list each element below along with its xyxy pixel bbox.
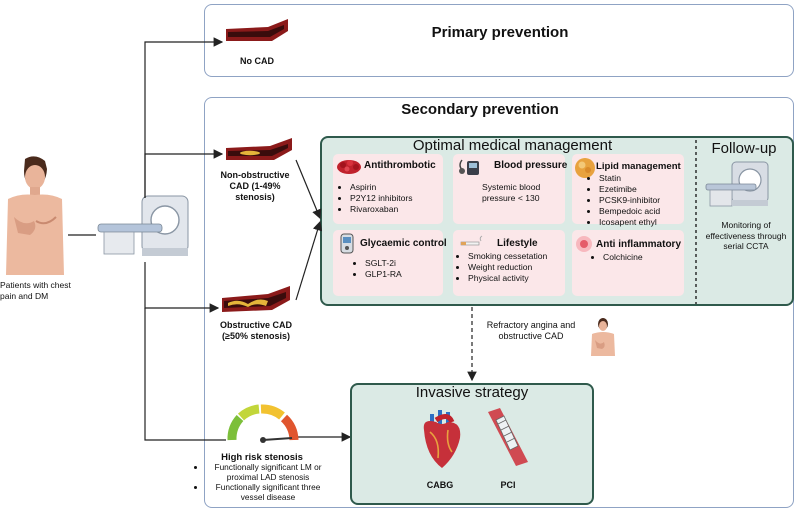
blood-clot-icon <box>337 160 361 174</box>
card-lifestyle: Lifestyle Smoking cessetation Weight red… <box>453 230 565 296</box>
card-title-blood-pressure: Blood pressure <box>494 160 568 171</box>
connector-line <box>295 159 322 220</box>
risk-gauge-icon <box>227 404 299 443</box>
list-item: Rivaroxaban <box>350 204 413 215</box>
connector-line <box>144 308 226 441</box>
connector-line <box>144 149 224 198</box>
ct-scanner-icon-small <box>705 161 769 207</box>
connector-line <box>144 37 224 198</box>
cabg-label: CABG <box>426 480 454 490</box>
list-item: Functionally significant three vessel di… <box>206 482 330 502</box>
list-item: Statin <box>599 173 660 184</box>
pci-label: PCI <box>500 480 516 490</box>
card-anti-inflammatory: Anti inflammatory Colchicine <box>572 230 684 296</box>
card-title-lifestyle: Lifestyle <box>497 238 538 249</box>
lipid-icon <box>575 158 595 178</box>
follow-up-title: Follow-up <box>711 140 777 157</box>
list-item: Physical activity <box>468 273 547 284</box>
omm-title: Optimal medical management <box>412 137 613 154</box>
connector-line <box>295 220 323 301</box>
follow-up-text: Monitoring of effectiveness through seri… <box>705 220 787 251</box>
card-antithrombotic: Antithrombotic Aspirin P2Y12 inhibitors … <box>333 154 443 224</box>
invasive-strategy-title: Invasive strategy <box>415 384 529 401</box>
artery-icon-obstructive <box>222 286 290 312</box>
card-list-antithrombotic: Aspirin P2Y12 inhibitors Rivaroxaban <box>338 182 413 215</box>
primary-prevention-box <box>204 4 794 77</box>
card-list-glycaemic: SGLT-2i GLP1-RA <box>353 258 402 280</box>
invasive-strategy-box <box>350 383 594 505</box>
artery-icon-nonobstructive <box>226 138 292 160</box>
no-cad-label: No CAD <box>240 56 274 66</box>
artery-icon-no-cad <box>226 19 288 41</box>
connector-line <box>144 262 220 313</box>
list-item: Bempedoic acid <box>599 206 660 217</box>
refractory-text: Refractory angina and obstructive CAD <box>486 320 576 341</box>
list-item: SGLT-2i <box>365 258 402 269</box>
inflammation-icon <box>576 236 592 252</box>
list-item: GLP1-RA <box>365 269 402 280</box>
list-item: P2Y12 inhibitors <box>350 193 413 204</box>
list-item: Smoking cessetation <box>468 251 547 262</box>
card-title-antithrombotic: Antithrombotic <box>364 160 436 171</box>
card-list-anti-inflammatory: Colchicine <box>591 252 643 263</box>
list-item: Ezetimibe <box>599 184 660 195</box>
patient-small-icon <box>591 318 615 356</box>
patient-label: Patients with chest pain and DM <box>0 280 71 301</box>
bp-monitor-icon <box>459 159 479 175</box>
list-item: Weight reduction <box>468 262 547 273</box>
ct-scanner-icon <box>97 195 189 256</box>
high-risk-title: High risk stenosis <box>221 452 303 463</box>
card-lipid-management: Lipid management Statin Ezetimibe PCSK9-… <box>572 154 684 227</box>
list-item: Functionally significant LM or proximal … <box>206 462 330 482</box>
list-item: Icosapent ethyl <box>599 217 660 228</box>
patient-icon <box>6 156 64 275</box>
bp-target-text: Systemic blood pressure < 130 <box>482 182 541 203</box>
heart-icon <box>423 410 461 468</box>
card-list-lifestyle: Smoking cessetation Weight reduction Phy… <box>456 251 547 284</box>
list-item: Aspirin <box>350 182 413 193</box>
obstructive-cad-label: Obstructive CAD (≥50% stenosis) <box>219 320 292 341</box>
nonobstructive-cad-label: Non-obstructive CAD (1-49% stenosis) <box>220 170 290 202</box>
cigarette-icon <box>460 235 483 246</box>
card-title-glycaemic-control: Glycaemic control <box>360 238 447 249</box>
list-item: PCSK9-inhibitor <box>599 195 660 206</box>
card-title-anti-inflammatory: Anti inflammatory <box>596 239 682 250</box>
stent-icon <box>488 408 528 466</box>
list-item: Colchicine <box>603 252 643 263</box>
primary-prevention-title: Primary prevention <box>431 24 569 41</box>
card-list-lipid: Statin Ezetimibe PCSK9-inhibitor Bempedo… <box>587 173 660 228</box>
card-blood-pressure: Blood pressure Systemic blood pressure <… <box>453 154 568 224</box>
glucometer-icon <box>340 233 354 254</box>
high-risk-list: Functionally significant LM or proximal … <box>196 462 330 502</box>
card-title-lipid-management: Lipid management <box>596 161 681 172</box>
secondary-prevention-title: Secondary prevention <box>401 101 559 118</box>
card-glycaemic-control: Glycaemic control SGLT-2i GLP1-RA <box>333 230 447 296</box>
